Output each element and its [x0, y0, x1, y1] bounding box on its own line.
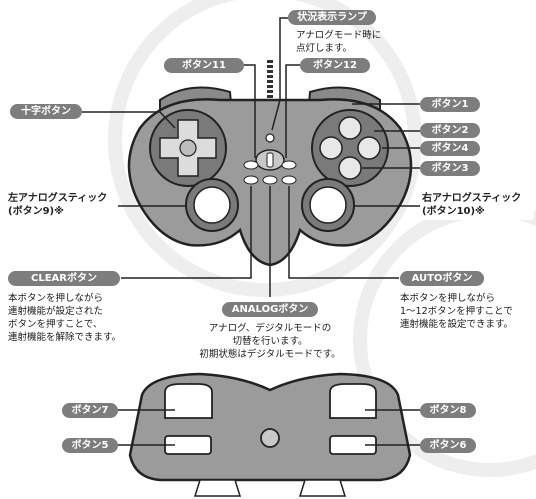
button5-label: ボタン5 — [62, 438, 118, 453]
analog-label: ANALOGボタン — [222, 302, 318, 317]
button3-shape — [338, 156, 362, 180]
button8-label: ボタン8 — [420, 403, 476, 418]
button4-shape — [357, 136, 381, 160]
right-stick-shape — [309, 186, 347, 224]
center-small-shape — [262, 175, 278, 185]
controller-front — [127, 60, 413, 267]
top-grip-right — [298, 479, 347, 497]
button2-label: ボタン2 — [420, 123, 480, 138]
analog-button-mark — [266, 152, 274, 168]
button11-label: ボタン11 — [164, 58, 244, 73]
button6-label: ボタン6 — [420, 438, 476, 453]
status-lamp-description: アナログモード時に 点灯します。 — [296, 30, 382, 54]
dpad-label: 十字ボタン — [10, 104, 82, 119]
leader-lines — [82, 17, 420, 297]
clear-description: 本ボタンを押しながら 連射機能が設定された ボタンを押すことで、 連射機能を解除… — [8, 293, 122, 343]
clear-button-shape — [243, 175, 259, 185]
auto-label: AUTOボタン — [400, 271, 484, 286]
status-lamp-shape — [265, 133, 275, 143]
left-stick-label: 左アナログスティック (ボタン9)※ — [4, 192, 118, 220]
auto-description: 本ボタンを押しながら 1〜12ボタンを押すことで 連射機能を設定できます。 — [400, 293, 514, 330]
analog-description: アナログ、デジタルモードの 切替を行います。 初期状態はデジタルモードです。 — [199, 323, 341, 360]
button11-shape — [243, 160, 259, 170]
button7-shape — [164, 383, 213, 419]
button12-shape — [281, 160, 297, 170]
clear-label: CLEARボタン — [8, 271, 120, 286]
controller-top — [128, 372, 412, 497]
button12-label: ボタン12 — [300, 58, 370, 73]
dpad-center — [179, 139, 197, 157]
status-lamp-label: 状況表示ランプ — [288, 10, 376, 25]
auto-button-shape — [281, 175, 297, 185]
button7-label: ボタン7 — [62, 403, 118, 418]
button8-shape — [329, 383, 377, 419]
button3-label: ボタン3 — [420, 161, 480, 176]
top-leader-lines — [118, 409, 420, 446]
right-stick-label: 右アナログスティック (ボタン10)※ — [420, 192, 534, 220]
button4-label: ボタン4 — [420, 141, 480, 156]
top-grip-left — [193, 479, 242, 497]
left-stick-shape — [193, 186, 231, 224]
button1-label: ボタン1 — [420, 97, 480, 112]
button1-shape — [338, 116, 362, 140]
top-center-port — [260, 428, 280, 448]
button2-shape — [319, 136, 343, 160]
